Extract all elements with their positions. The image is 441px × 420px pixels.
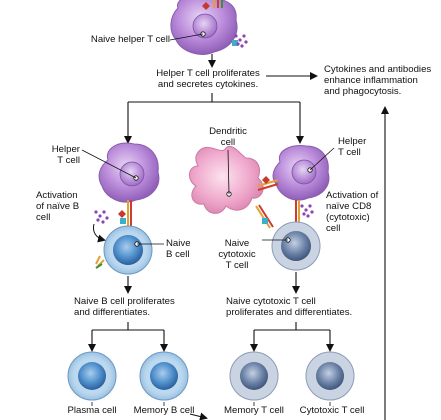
line: and phagocytosis. [324, 86, 402, 97]
line: proliferates and differentiates. [226, 307, 353, 318]
label-naive-helper-t-cell: Naive helper T cell [90, 34, 170, 45]
line: Helper [338, 136, 367, 147]
dendritic-cell-graphic [189, 145, 264, 214]
line: Dendritic [209, 126, 247, 137]
naive-b-cell-graphic [95, 225, 153, 275]
branch-b [88, 322, 168, 352]
leader-dendritic [227, 149, 230, 195]
cytokine-dots-left [94, 210, 109, 224]
label-dendritic-cell: Dendritic cell [200, 126, 256, 148]
line: Naive [166, 238, 191, 249]
leader-naive-helper [169, 33, 204, 41]
label-helper-t-left: Helper T cell [34, 144, 80, 166]
line: Helper [51, 144, 80, 155]
label-activation-cd8: Activation of naïve CD8 (cytotoxic) cell [326, 190, 406, 234]
helper-t-cell-right-graphic [272, 145, 330, 201]
line: and differentiates. [74, 307, 151, 318]
line: T cell [57, 155, 80, 166]
arrow-activation-b [93, 223, 106, 243]
label-b-proliferates: Naive B cell proliferates and differenti… [74, 296, 204, 318]
label-plasma-cell: Plasma cell [67, 405, 117, 416]
line: enhance inflammation [324, 75, 418, 86]
line: T cell [225, 260, 249, 271]
line: T cell [338, 147, 361, 158]
line: of naïve B [36, 201, 80, 212]
memory-b-cell-graphic [139, 351, 189, 401]
line: Cytokines and antibodies [324, 64, 432, 75]
label-cytotoxic-t-cell: Cytotoxic T cell [299, 405, 365, 416]
label-memory-b-cell: Memory B cell [133, 405, 195, 416]
branch-helper [124, 93, 304, 144]
cytokine-dots-top [234, 34, 248, 48]
arrow-mid [189, 412, 208, 420]
line: Naive cytotoxic T cell [226, 296, 316, 307]
plasma-cell-graphic [67, 351, 117, 401]
label-cytokines-effect: Cytokines and antibodies enhance inflamm… [324, 64, 440, 97]
cytotoxic-t-cell-graphic [305, 351, 355, 401]
line: cytotoxic [218, 249, 256, 260]
line: Helper T cell proliferates [156, 68, 260, 79]
line: B cell [166, 249, 190, 260]
naive-cytotoxic-t-cell-graphic [271, 221, 321, 271]
line: cell [220, 137, 236, 148]
label-naive-b-cell: Naive B cell [166, 238, 206, 260]
naive-helper-t-cell-graphic [170, 0, 238, 55]
line: (cytotoxic) [326, 212, 370, 223]
branch-t [250, 322, 334, 352]
line: and secretes cytokines. [157, 79, 259, 90]
line: naïve CD8 [326, 201, 372, 212]
label-tc-proliferates: Naive cytotoxic T cell proliferates and … [226, 296, 376, 318]
cytokine-dots-right [300, 204, 314, 218]
line: cell [36, 212, 51, 223]
line: Activation [36, 190, 78, 201]
memory-t-cell-graphic [229, 351, 279, 401]
leader-helper-left [81, 149, 137, 179]
leader-helper-right [309, 147, 335, 171]
helper-t-cell-left-graphic [98, 142, 160, 203]
label-helper-proliferates: Helper T cell proliferates and secretes … [146, 68, 270, 90]
line: Naive B cell proliferates [74, 296, 175, 307]
label-activation-b: Activation of naïve B cell [36, 190, 94, 223]
label-naive-cytotoxic: Naive cytotoxic T cell [212, 238, 262, 271]
label-helper-t-right: Helper T cell [338, 136, 398, 158]
line: cell [326, 223, 341, 234]
label-memory-t-cell: Memory T cell [224, 405, 284, 416]
line: Naive [224, 238, 250, 249]
receptor-complex-right [255, 176, 300, 229]
line: Activation of [326, 190, 379, 201]
